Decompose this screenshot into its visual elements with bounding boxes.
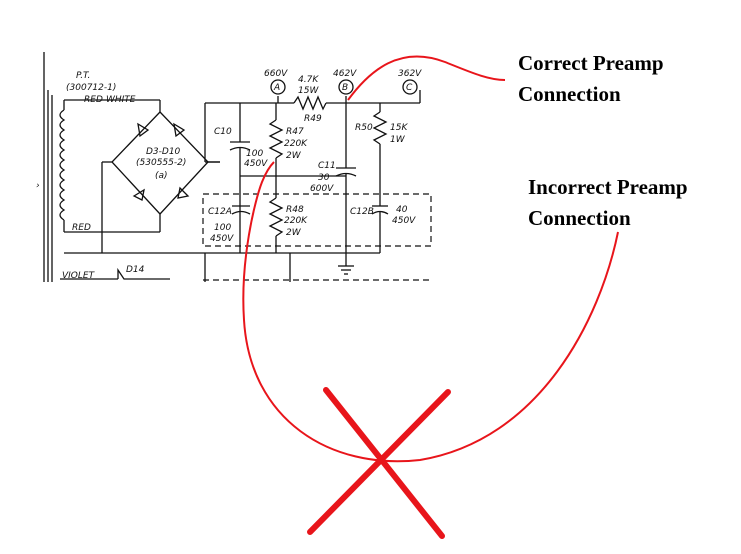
c11-voltage: 600V — [310, 184, 334, 194]
incorrect-label-line2: Connection — [528, 206, 631, 230]
node-a-letter: A — [273, 83, 280, 93]
c10-value: 100 — [246, 149, 263, 159]
c12b-value: 40 — [396, 205, 408, 215]
transformer-title: P.T. — [76, 71, 90, 81]
incorrect-x-mark — [307, 387, 451, 539]
b-plus-rail — [204, 90, 421, 163]
incorrect-connection-arrow — [242, 161, 619, 463]
node-c-voltage: 362V — [398, 69, 422, 79]
r48-power: 2W — [286, 228, 302, 238]
r48-value: 220K — [284, 216, 308, 226]
capacitor-c10 — [229, 103, 251, 253]
capacitor-c12a — [231, 205, 251, 215]
c12b-name: C12B — [350, 207, 374, 217]
node-c: C 362V — [398, 69, 422, 95]
node-b: B 462V — [333, 69, 357, 95]
c12a-voltage: 450V — [210, 234, 234, 244]
r50-value: 15K — [390, 123, 408, 133]
c12a-name: C12A — [208, 207, 232, 217]
node-b-voltage: 462V — [333, 69, 357, 79]
r49-value: 4.7K — [298, 75, 319, 85]
r48-name: R48 — [286, 205, 304, 215]
node-c-letter: C — [406, 83, 413, 93]
r47-name: R47 — [286, 127, 304, 137]
r47-value: 220K — [284, 139, 308, 149]
r47-power: 2W — [286, 151, 302, 161]
c10-name: C10 — [214, 127, 232, 137]
r49-name: R49 — [304, 114, 322, 124]
capacitor-can-c12 — [202, 193, 432, 281]
resistor-r50 — [372, 103, 388, 200]
c11-value: 30 — [318, 173, 330, 183]
resistor-r49 — [293, 95, 327, 111]
c11-name: C11 — [318, 161, 336, 171]
node-a: A 660V — [264, 69, 288, 95]
incorrect-label-line1: Incorrect Preamp — [528, 175, 688, 199]
r50-name: R50 — [355, 123, 373, 133]
bridge-rectifier: D3-D10 (530555-2) (a) — [101, 100, 220, 232]
capacitor-c12b — [371, 200, 389, 253]
correct-connection-arrow — [347, 55, 506, 101]
capacitor-c11 — [335, 103, 357, 253]
r49-power: 15W — [298, 86, 319, 96]
lead-red: RED — [72, 223, 91, 233]
resistor-r47 — [268, 103, 284, 190]
rectifier-name: D3-D10 — [146, 147, 181, 157]
c12a-value: 100 — [214, 223, 231, 233]
rectifier-part: (530555-2) — [136, 158, 186, 168]
correct-label-line2: Connection — [518, 82, 621, 106]
node-b-letter: B — [342, 83, 348, 93]
r50-power: 1W — [390, 135, 406, 145]
diode-d14-label: D14 — [126, 265, 145, 275]
node-a-voltage: 660V — [264, 69, 288, 79]
rectifier-note: (a) — [155, 171, 168, 181]
lead-violet: VIOLET — [62, 271, 96, 281]
svg-text:›: › — [36, 181, 40, 191]
ground-bus — [60, 232, 380, 282]
lead-red-white: RED-WHITE — [84, 95, 136, 105]
power-transformer: P.T. (300712-1) RED-WHITE RED VIOLET › — [36, 52, 160, 282]
correct-label-line1: Correct Preamp — [518, 51, 664, 75]
c12b-voltage: 450V — [392, 216, 416, 226]
resistor-r48 — [268, 190, 284, 253]
transformer-part: (300712-1) — [66, 83, 116, 93]
c10-voltage: 450V — [244, 159, 268, 169]
